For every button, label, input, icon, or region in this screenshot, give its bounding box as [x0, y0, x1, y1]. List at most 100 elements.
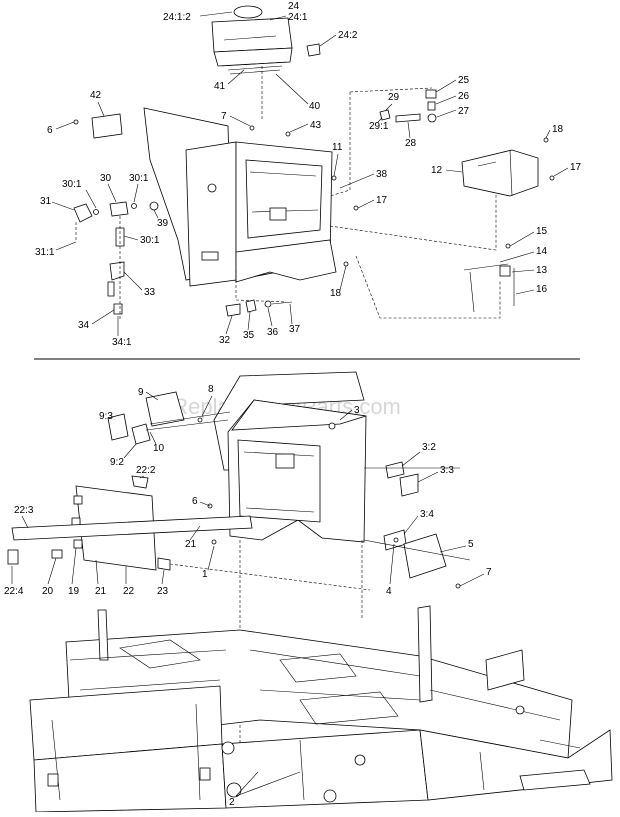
bracket-9-2	[131, 423, 151, 445]
callout-30-1-c: 30:1	[140, 235, 160, 246]
route-line-2	[349, 87, 433, 93]
callout-9: 9	[138, 387, 144, 398]
top-callouts: 24:1:2 24 24:1 24:2 41 40 42 6 7 43 25 2…	[35, 1, 582, 348]
callout-30: 30	[100, 173, 112, 184]
callout-33: 33	[144, 287, 156, 298]
callout-12: 12	[431, 165, 443, 176]
screws-bottom	[197, 417, 461, 589]
callout-29-1: 29:1	[369, 121, 389, 132]
callout-29: 29	[388, 92, 400, 103]
cap-22-4	[7, 549, 19, 565]
tank-strap	[221, 61, 287, 75]
callout-24-2: 24:2	[338, 30, 358, 41]
clip-20	[51, 549, 63, 559]
callout-18-top: 18	[552, 124, 564, 135]
callout-13: 13	[536, 265, 548, 276]
callout-17-mid: 17	[376, 195, 388, 206]
bracket-42	[91, 113, 123, 139]
callout-7-top: 7	[221, 111, 227, 122]
callout-24-1-2: 24:1:2	[163, 12, 191, 23]
callout-8: 8	[208, 384, 214, 395]
callout-15: 15	[536, 226, 548, 237]
bracket-3-3	[399, 473, 419, 497]
plate-9	[145, 391, 185, 427]
callout-22: 22	[123, 586, 135, 597]
callout-6-top: 6	[47, 125, 53, 136]
callout-25: 25	[458, 75, 470, 86]
route-line-3	[329, 182, 497, 251]
callout-42: 42	[90, 90, 102, 101]
callout-10: 10	[153, 443, 165, 454]
callout-11: 11	[332, 142, 343, 153]
callout-22-4: 22:4	[4, 586, 24, 597]
callout-9-3: 9:3	[99, 411, 113, 422]
callout-17-right: 17	[570, 162, 582, 173]
callout-20: 20	[42, 586, 54, 597]
chassis-frame	[29, 605, 613, 813]
guide-3	[169, 563, 371, 591]
callout-3-3: 3:3	[440, 465, 454, 476]
rods-right	[363, 467, 471, 561]
callout-22-3: 22:3	[14, 505, 34, 516]
callout-27: 27	[458, 106, 470, 117]
callout-14: 14	[536, 246, 548, 257]
callout-18-mid: 18	[330, 288, 342, 299]
callout-7-bottom: 7	[486, 567, 492, 578]
callout-23: 23	[157, 586, 169, 597]
fuel-tank	[211, 5, 293, 67]
harness-13-16	[463, 243, 515, 313]
callout-43: 43	[310, 120, 322, 131]
bracket-9-3	[107, 413, 129, 441]
callout-30-1-b: 30:1	[129, 173, 149, 184]
callout-24-1: 24:1	[288, 12, 308, 23]
callout-30-1-a: 30:1	[62, 179, 82, 190]
callout-3-2: 3:2	[422, 442, 436, 453]
callout-34: 34	[78, 320, 90, 331]
callout-4: 4	[386, 586, 392, 597]
callout-39: 39	[157, 218, 169, 229]
callout-31-1: 31:1	[35, 247, 55, 258]
rod-10	[145, 411, 231, 431]
callout-21-b: 21	[95, 586, 107, 597]
bottom-callouts: 9 8 9:3 10 9:2 3 22:2 3:2 3:3 22:3 6 3:4…	[4, 384, 492, 808]
route-line-5	[235, 270, 287, 303]
rod-22-3	[11, 515, 253, 541]
callout-26: 26	[458, 91, 470, 102]
top-assembly	[73, 5, 555, 320]
callout-36: 36	[267, 327, 279, 338]
bracket-3-2	[385, 461, 405, 479]
callout-16: 16	[536, 284, 548, 295]
callout-6-bottom: 6	[192, 496, 198, 507]
callout-19: 19	[68, 586, 80, 597]
valve-parts	[379, 89, 437, 123]
main-housing-top	[143, 107, 337, 287]
callout-24: 24	[288, 1, 300, 12]
tank-cap-24-2	[306, 43, 321, 57]
callout-2: 2	[229, 797, 235, 808]
callout-28: 28	[405, 138, 417, 149]
callout-38: 38	[376, 169, 388, 180]
plate-5	[403, 533, 447, 579]
callout-37: 37	[289, 324, 301, 335]
callout-35: 35	[243, 330, 255, 341]
route-line-4	[355, 255, 501, 319]
callout-1: 1	[202, 569, 208, 580]
callout-41: 41	[214, 81, 226, 92]
callout-21-a: 21	[185, 539, 197, 550]
route-line-1	[329, 92, 351, 197]
callout-9-2: 9:2	[110, 457, 124, 468]
callout-3-4: 3:4	[420, 509, 434, 520]
battery-box-12	[461, 149, 539, 197]
callout-22-2: 22:2	[136, 465, 156, 476]
callout-31: 31	[40, 196, 52, 207]
fittings-32-37	[225, 299, 293, 317]
bottom-assembly	[7, 371, 613, 813]
callout-34-1: 34:1	[112, 337, 132, 348]
callout-40: 40	[309, 101, 321, 112]
main-housing-3	[227, 399, 367, 543]
callout-32: 32	[219, 335, 231, 346]
callout-5: 5	[468, 539, 474, 550]
fittings-30-31	[73, 201, 159, 320]
